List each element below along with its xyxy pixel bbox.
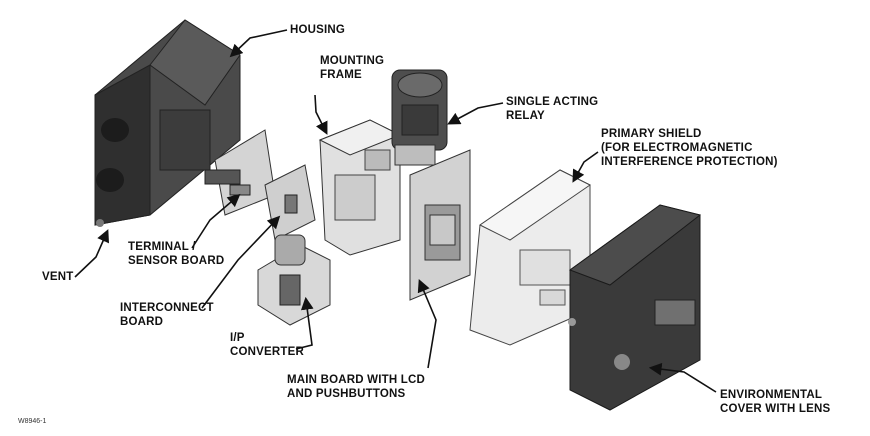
single-acting-relay-label: SINGLE ACTING RELAY — [506, 96, 599, 122]
housing-label: HOUSING — [290, 24, 346, 36]
primary-shield-part — [469, 169, 591, 346]
figure-id: W8946-1 — [18, 418, 47, 425]
mounting-frame-part — [318, 119, 402, 256]
ip-converter-part — [257, 234, 331, 326]
terminal-sensor-board-label: TERMINAL / SENSOR BOARD — [128, 241, 225, 267]
vent-label: VENT — [42, 271, 74, 283]
terminal-sensor-board-part — [204, 129, 276, 216]
leader-lines — [74, 29, 717, 393]
interconnect-board-label: INTERCONNECT BOARD — [120, 302, 214, 328]
single-acting-relay-part — [391, 69, 448, 166]
primary-shield-label: PRIMARY SHIELD (FOR ELECTROMAGNETIC INTE… — [601, 128, 778, 168]
environmental-cover-label: ENVIRONMENTAL COVER WITH LENS — [720, 389, 831, 415]
mounting-frame-label: MOUNTING FRAME — [320, 55, 385, 81]
environmental-cover-part — [568, 204, 702, 411]
housing-part — [94, 19, 241, 227]
ip-converter-label: I/P CONVERTER — [230, 332, 305, 358]
main-board-label: MAIN BOARD WITH LCD AND PUSHBUTTONS — [287, 374, 425, 400]
main-board-part — [409, 149, 471, 301]
